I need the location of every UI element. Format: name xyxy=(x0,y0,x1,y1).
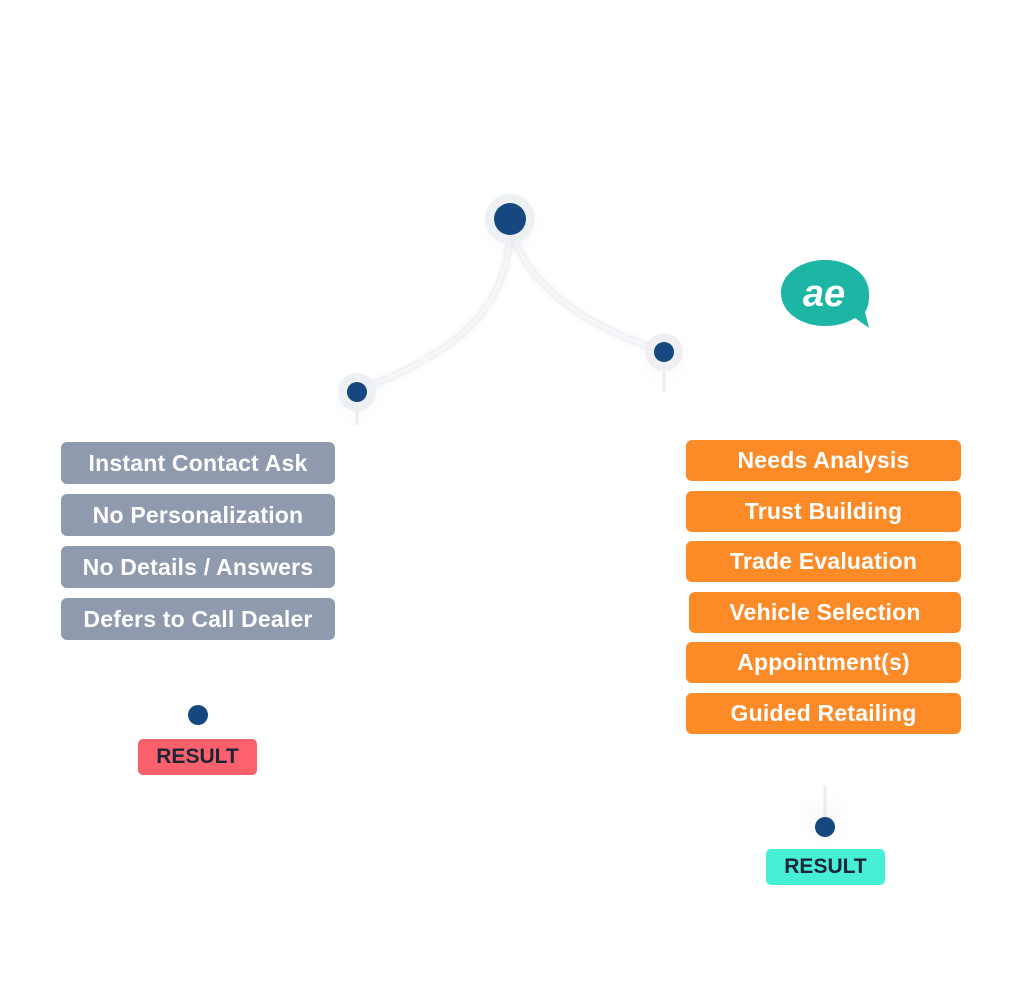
right-item-guided-retailing: Guided Retailing xyxy=(686,692,961,734)
left-branch-node xyxy=(347,382,367,402)
right-item-trust-building: Trust Building xyxy=(686,490,961,532)
ae-logo-text: ae xyxy=(803,273,845,315)
right-item-list: Needs Analysis Trust Building Trade Eval… xyxy=(686,440,961,743)
ae-logo-icon: ae xyxy=(781,260,869,328)
connector-root-right-core xyxy=(512,239,665,354)
right-result-badge: RESULT xyxy=(766,849,885,885)
connector-root-right xyxy=(510,238,666,356)
left-item-no-personalization: No Personalization xyxy=(61,494,335,536)
left-item-defers-to-call-dealer: Defers to Call Dealer xyxy=(61,598,335,640)
connector-root-left-core xyxy=(356,239,512,394)
left-result-node xyxy=(188,705,208,725)
right-item-appointments: Appointment(s) xyxy=(686,642,961,683)
left-result-badge: RESULT xyxy=(138,739,257,775)
root-node xyxy=(494,203,526,235)
right-item-vehicle-selection: Vehicle Selection xyxy=(689,591,961,633)
left-item-no-details-answers: No Details / Answers xyxy=(61,546,335,588)
connector-root-left xyxy=(355,239,514,396)
right-item-needs-analysis: Needs Analysis xyxy=(686,440,961,481)
left-item-list: Instant Contact Ask No Personalization N… xyxy=(61,442,335,650)
right-result-node xyxy=(815,817,835,837)
right-branch-node xyxy=(654,342,674,362)
left-item-instant-contact-ask: Instant Contact Ask xyxy=(61,442,335,484)
right-item-trade-evaluation: Trade Evaluation xyxy=(686,541,961,582)
